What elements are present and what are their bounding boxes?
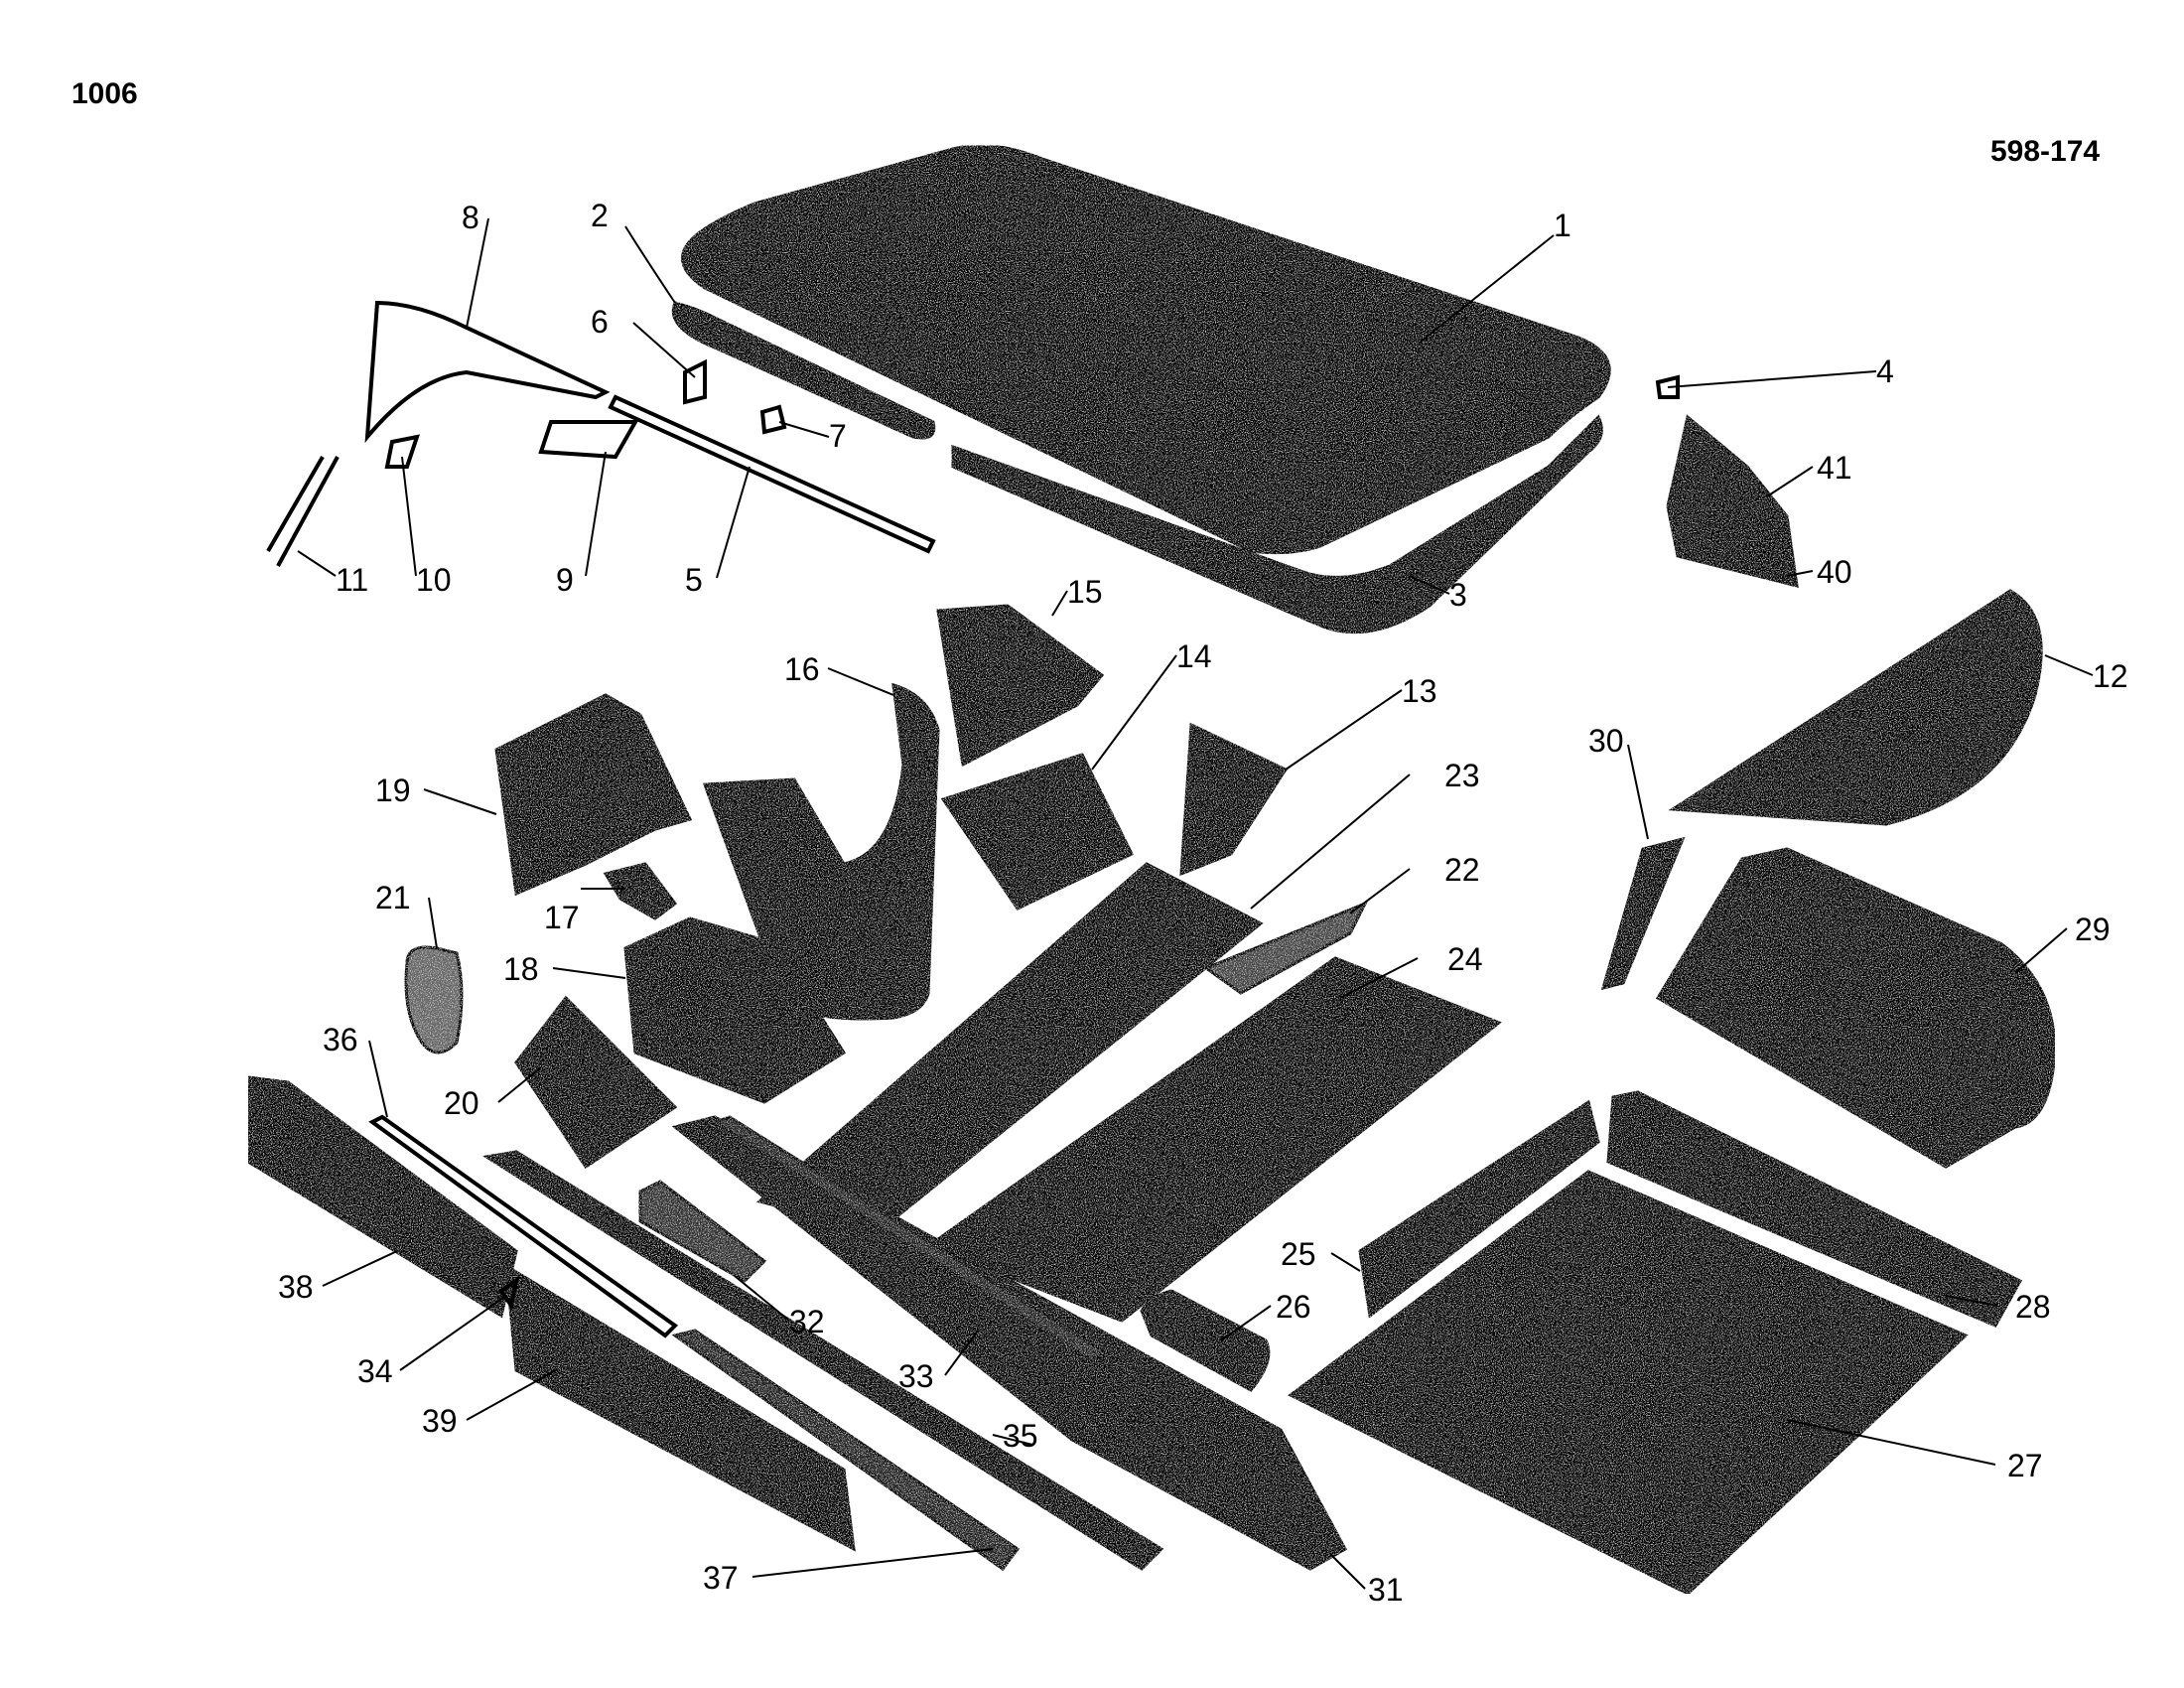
- part-31-sill-strip: [671, 1115, 1348, 1571]
- callout-19: 19: [375, 773, 411, 808]
- callout-24: 24: [1447, 941, 1483, 977]
- callout-35: 35: [1003, 1418, 1038, 1454]
- callout-33: 33: [898, 1358, 934, 1394]
- part-27-floor-mat: [1288, 1170, 1969, 1596]
- callout-20: 20: [444, 1085, 479, 1121]
- callout-14: 14: [1176, 638, 1212, 674]
- part-2-roof-rail: [672, 301, 936, 440]
- part-20-panel: [514, 995, 678, 1170]
- callout-4: 4: [1876, 353, 1894, 389]
- part-15-panel: [936, 604, 1105, 768]
- part-35-strip: [481, 1150, 1164, 1571]
- part-4-clip: [1655, 374, 1680, 399]
- part-11-trim: [266, 455, 340, 567]
- callout-2: 2: [591, 198, 609, 233]
- part-34-joiner: [498, 1276, 519, 1312]
- part-30-strip: [1600, 836, 1686, 991]
- callout-41: 41: [1817, 450, 1852, 486]
- callout-32: 32: [789, 1304, 825, 1339]
- part-29-trunk-panel: [1655, 847, 2057, 1169]
- callout-31: 31: [1368, 1572, 1404, 1608]
- callout-26: 26: [1276, 1289, 1311, 1325]
- part-8-quarter-panel: [364, 300, 611, 444]
- callout-16: 16: [784, 651, 820, 687]
- callout-15: 15: [1067, 574, 1103, 610]
- part-21-lamp-lens: [404, 945, 464, 1055]
- part-18-panel: [623, 916, 847, 1104]
- part-16-wheel-arch: [702, 682, 940, 1021]
- part-14-panel: [940, 753, 1135, 911]
- callout-1: 1: [1554, 208, 1571, 243]
- callout-3: 3: [1449, 577, 1467, 613]
- part-22-insert: [1202, 901, 1369, 995]
- callout-39: 39: [422, 1403, 458, 1439]
- part-32-pocket: [638, 1180, 767, 1283]
- callout-34: 34: [357, 1353, 393, 1389]
- callout-7: 7: [829, 418, 847, 454]
- callout-6: 6: [591, 304, 609, 340]
- part-9-bracket: [538, 420, 639, 460]
- callout-17: 17: [544, 900, 580, 935]
- callout-37: 37: [703, 1560, 739, 1596]
- part-26-tunnel: [1140, 1289, 1271, 1392]
- part-5-roof-rail: [608, 394, 936, 554]
- part-19-panel: [494, 693, 693, 897]
- part-37-trim: [671, 1329, 1021, 1572]
- callout-12: 12: [2093, 658, 2128, 694]
- callout-21: 21: [375, 880, 411, 915]
- callout-38: 38: [278, 1269, 314, 1305]
- part-7-clip: [759, 404, 787, 435]
- callout-28: 28: [2015, 1289, 2051, 1325]
- callout-36: 36: [323, 1022, 358, 1057]
- callout-22: 22: [1444, 852, 1480, 888]
- callout-labels: 1 2 3 4 5 6 7 8 9 10 11 12 13 14 15 16 1…: [278, 198, 2128, 1608]
- part-17-clip: [603, 862, 678, 920]
- reference-code: 598-174: [1990, 135, 2101, 168]
- callout-13: 13: [1402, 673, 1437, 709]
- callout-18: 18: [503, 951, 539, 987]
- page-number: 1006: [71, 77, 138, 110]
- part-28-sill: [1606, 1090, 2023, 1328]
- part-33-rail: [711, 1115, 1105, 1362]
- callout-40: 40: [1817, 554, 1852, 590]
- callout-25: 25: [1281, 1236, 1316, 1272]
- part-36-trim: [368, 1114, 679, 1338]
- part-1-roof-panel: [681, 144, 1611, 555]
- part-24-floor-mat: [924, 956, 1502, 1323]
- part-10-clip: [384, 434, 420, 469]
- callout-10: 10: [416, 562, 452, 598]
- part-40-bracket: [1666, 414, 1799, 588]
- part-25-strip: [1358, 1099, 1600, 1319]
- leader-lines: [297, 217, 2094, 1590]
- callout-30: 30: [1588, 723, 1624, 759]
- part-6-clip: [683, 358, 707, 405]
- callout-27: 27: [2007, 1448, 2043, 1483]
- callout-23: 23: [1444, 758, 1480, 793]
- callout-29: 29: [2075, 912, 2111, 947]
- part-39-rocker: [504, 1263, 856, 1552]
- callout-5: 5: [685, 562, 703, 598]
- part-12-rear-shelf: [1668, 589, 2043, 826]
- part-3-roof-frame: [951, 414, 1603, 634]
- callout-9: 9: [556, 562, 574, 598]
- part-13-panel: [1179, 722, 1289, 877]
- callout-11: 11: [336, 562, 368, 598]
- callout-8: 8: [462, 200, 479, 235]
